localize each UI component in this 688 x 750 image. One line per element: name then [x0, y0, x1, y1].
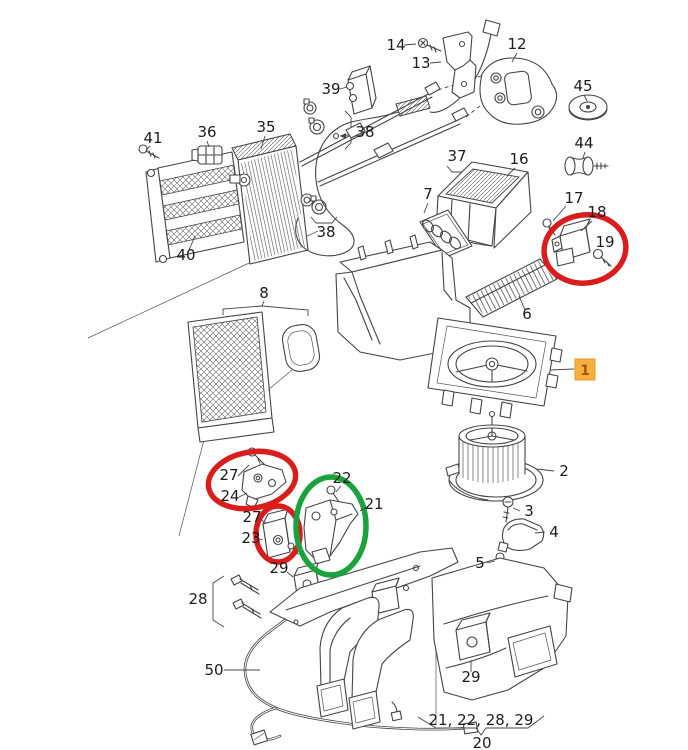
highlight-red-ellipse-24-27 [205, 448, 299, 512]
selected-part-tag[interactable]: 1 [574, 358, 596, 381]
highlight-red-ellipse-23 [253, 503, 303, 565]
part-28-screws [212, 574, 262, 628]
part-label-44[interactable]: 44 [574, 134, 593, 152]
part-label-13[interactable]: 13 [411, 54, 430, 72]
part-label-40[interactable]: 40 [176, 246, 195, 264]
part-19-screw [592, 248, 612, 267]
part-21-bracket [303, 485, 359, 565]
highlight-green-ellipse-21-22 [293, 474, 369, 578]
part-23-actuator [262, 508, 299, 559]
part-label-27b[interactable]: 27 [242, 508, 261, 526]
part-label-36[interactable]: 36 [197, 123, 216, 141]
part-label-37[interactable]: 37 [447, 147, 466, 165]
leader-lines [145, 43, 593, 672]
part-12-flange-gasket [479, 57, 558, 125]
part-label-19[interactable]: 19 [595, 233, 614, 251]
part-label-50[interactable]: 50 [204, 661, 223, 679]
part-8-filter-group [187, 300, 321, 443]
part-label-18[interactable]: 18 [587, 203, 606, 221]
part-label-2[interactable]: 2 [559, 462, 569, 480]
part-3-screw [502, 496, 514, 523]
part-label-23[interactable]: 23 [241, 529, 260, 547]
part-label-41[interactable]: 41 [143, 129, 162, 147]
part-45-washer [568, 94, 608, 121]
selected-part-tag-bg[interactable] [574, 358, 596, 381]
part-13-bracket [442, 31, 477, 99]
part-label-29b[interactable]: 29 [461, 668, 480, 686]
part-label-39[interactable]: 39 [321, 80, 340, 98]
part-label-21[interactable]: 21 [364, 495, 383, 513]
part-36-clip [191, 145, 223, 165]
part-label-22[interactable]: 22 [332, 469, 351, 487]
part-label-12[interactable]: 12 [507, 35, 526, 53]
part-label-24[interactable]: 24 [220, 487, 239, 505]
part-label-38b[interactable]: 38 [316, 223, 335, 241]
part-label-45[interactable]: 45 [573, 77, 592, 95]
part-label-5[interactable]: 5 [475, 554, 485, 572]
part-14-screw [417, 37, 442, 53]
part-38-clamps-lower [300, 193, 338, 224]
part-44-mount [564, 156, 609, 176]
part-group-ref-label[interactable]: 20 [472, 734, 491, 750]
part-18-control-module [551, 218, 591, 267]
part-label-38a[interactable]: 38 [355, 123, 374, 141]
part-label-4[interactable]: 4 [549, 523, 559, 541]
part-40-heater-core [145, 151, 245, 264]
part-label-28[interactable]: 28 [188, 590, 207, 608]
part-group-label: 21, 22, 28, 29 [429, 711, 534, 729]
part-label-1[interactable]: 1 [580, 363, 590, 379]
highlights [205, 212, 629, 578]
part-37-pipes-hose [295, 19, 501, 257]
part-label-7[interactable]: 7 [423, 185, 433, 203]
part-6-cabin-filter [465, 258, 558, 318]
part-20-lower-housing [269, 547, 573, 736]
part-label-16[interactable]: 16 [509, 150, 528, 168]
part-4-bracket [497, 518, 545, 553]
part-label-29a[interactable]: 29 [269, 559, 288, 577]
highlight-red-ellipse-18-19 [541, 212, 629, 286]
part-1-main-housing [335, 234, 563, 419]
part-label-8[interactable]: 8 [259, 284, 269, 302]
part-label-6[interactable]: 6 [522, 305, 532, 323]
part-39-connector-block [345, 65, 377, 115]
part-label-17[interactable]: 17 [564, 189, 583, 207]
part-label-14[interactable]: 14 [386, 36, 405, 54]
part-label-35[interactable]: 35 [256, 118, 275, 136]
part-labels: 14 13 12 39 45 44 41 36 35 38 38 37 16 7… [143, 35, 614, 750]
part-16-intake-housing [435, 161, 532, 249]
part-label-27a[interactable]: 27 [219, 466, 238, 484]
part-2-blower-motor [445, 410, 544, 502]
part-label-3[interactable]: 3 [524, 502, 534, 520]
